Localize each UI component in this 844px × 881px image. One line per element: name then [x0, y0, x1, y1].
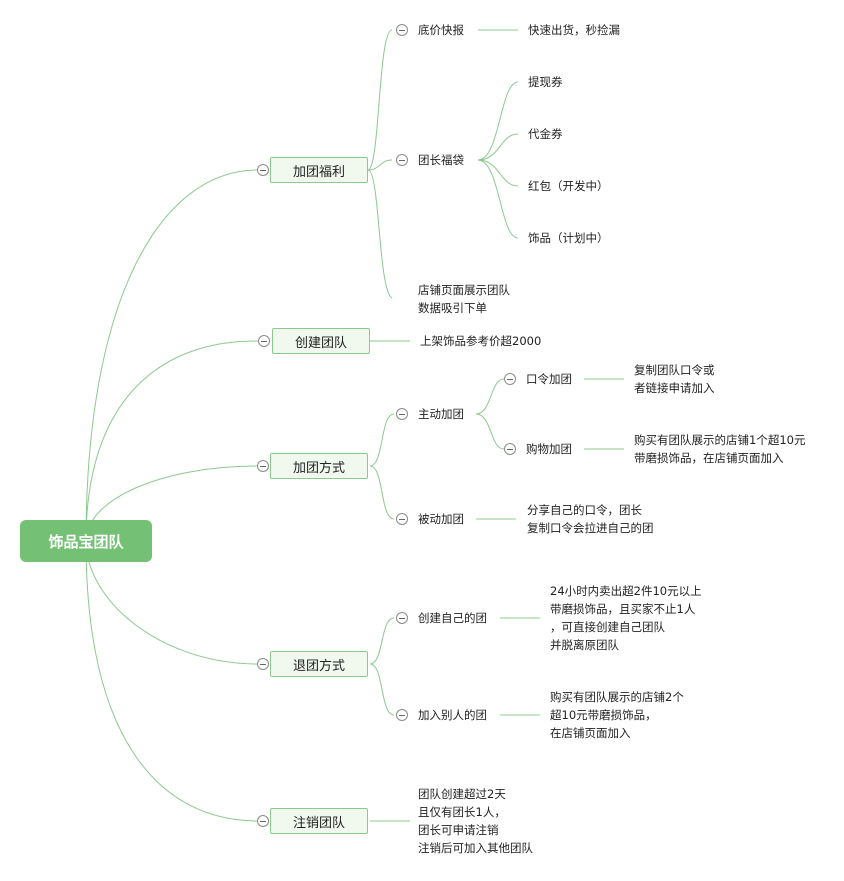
node-store-page[interactable]: 店铺页面展示团队 数据吸引下单	[418, 283, 510, 315]
collapse-toggle-icon[interactable]	[257, 164, 269, 176]
branch-cancel-team[interactable]: 注销团队	[270, 808, 368, 834]
collapse-toggle-icon[interactable]	[396, 24, 408, 36]
node-lucky-bag-item[interactable]: 代金券	[528, 127, 563, 141]
collapse-toggle-icon[interactable]	[396, 513, 408, 525]
collapse-toggle-icon[interactable]	[258, 335, 270, 347]
branch-leave-methods[interactable]: 退团方式	[270, 651, 368, 677]
node-code-join[interactable]: 口令加团	[526, 372, 572, 386]
node-passive-join[interactable]: 被动加团	[418, 512, 464, 526]
branch-join-benefits[interactable]: 加团福利	[270, 157, 368, 183]
collapse-toggle-icon[interactable]	[504, 373, 516, 385]
node-lucky-bag[interactable]: 团长福袋	[418, 153, 464, 167]
node-purchase-join-detail[interactable]: 购买有团队展示的店铺1个超10元 带磨损饰品，在店铺页面加入	[634, 433, 806, 465]
node-cancel-team-detail[interactable]: 团队创建超过2天 且仅有团长1人， 团长可申请注销 注销后可加入其他团队	[418, 787, 533, 855]
node-create-team-detail[interactable]: 上架饰品参考价超2000	[420, 334, 542, 348]
node-low-price-detail[interactable]: 快速出货，秒捡漏	[528, 23, 620, 37]
node-create-own-detail[interactable]: 24小时内卖出超2件10元以上 带磨损饰品，且买家不止1人 ，可直接创建自己团队…	[550, 584, 702, 652]
collapse-toggle-icon[interactable]	[257, 460, 269, 472]
node-passive-join-detail[interactable]: 分享自己的口令，团长 复制口令会拉进自己的团	[527, 503, 654, 535]
node-create-own[interactable]: 创建自己的团	[418, 611, 487, 625]
node-lucky-bag-item[interactable]: 红包（开发中）	[528, 179, 609, 193]
collapse-toggle-icon[interactable]	[396, 408, 408, 420]
root-node[interactable]: 饰品宝团队	[20, 520, 152, 562]
collapse-toggle-icon[interactable]	[396, 709, 408, 721]
collapse-toggle-icon[interactable]	[396, 612, 408, 624]
collapse-toggle-icon[interactable]	[504, 443, 516, 455]
node-low-price[interactable]: 底价快报	[418, 23, 464, 37]
branch-join-methods[interactable]: 加团方式	[270, 453, 368, 479]
node-active-join[interactable]: 主动加团	[418, 407, 464, 421]
node-lucky-bag-item[interactable]: 饰品（计划中）	[528, 231, 609, 245]
node-purchase-join[interactable]: 购物加团	[526, 442, 572, 456]
node-join-other-detail[interactable]: 购买有团队展示的店铺2个 超10元带磨损饰品， 在店铺页面加入	[550, 690, 684, 740]
branch-create-team[interactable]: 创建团队	[272, 328, 370, 354]
collapse-toggle-icon[interactable]	[257, 658, 269, 670]
collapse-toggle-icon[interactable]	[257, 815, 269, 827]
collapse-toggle-icon[interactable]	[396, 154, 408, 166]
node-lucky-bag-item[interactable]: 提现券	[528, 75, 563, 89]
node-code-join-detail[interactable]: 复制团队口令或 者链接申请加入	[634, 363, 715, 395]
node-join-other[interactable]: 加入别人的团	[418, 708, 487, 722]
